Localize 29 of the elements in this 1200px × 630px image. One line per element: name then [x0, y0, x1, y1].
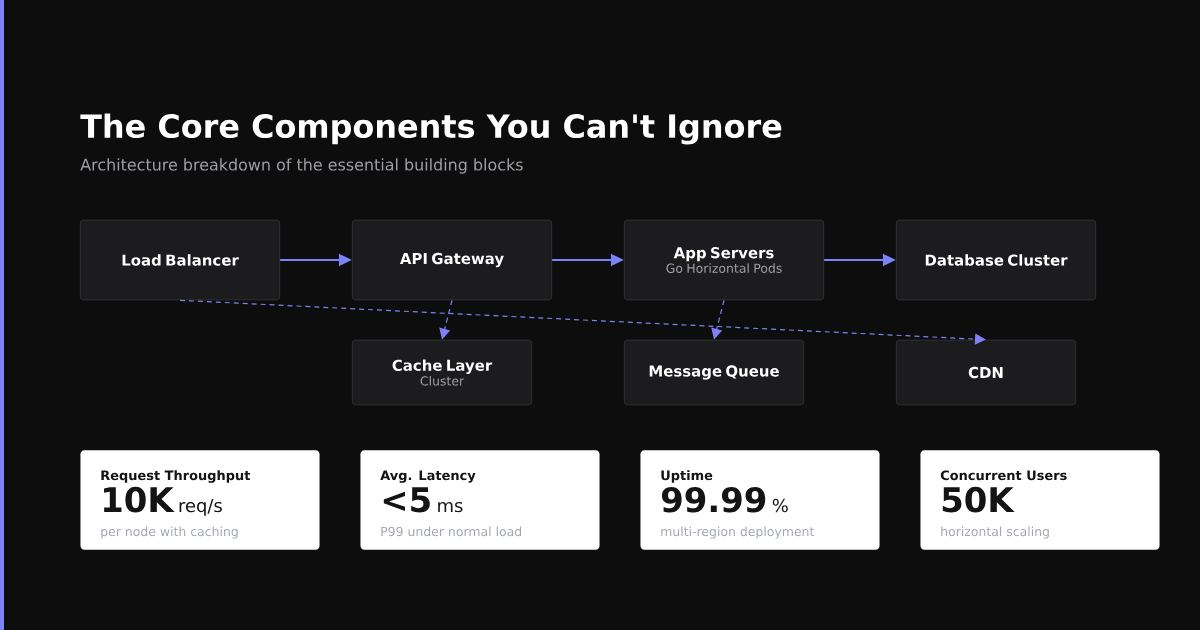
arrow — [179, 299, 986, 345]
stat-card — [920, 450, 1160, 550]
stat-value: 10K — [104, 486, 175, 513]
stat-value: 99.99 — [661, 486, 766, 513]
component-box: Load Balancer — [79, 219, 281, 301]
component-box: Cache Layer Cluster — [351, 339, 533, 406]
stat-card — [80, 450, 320, 550]
component-box: Database Cluster — [895, 219, 1097, 301]
stat-description: P99 under normal load — [381, 526, 522, 537]
stat-card — [640, 450, 880, 550]
component-box: App Servers Go Horizontal Pods — [623, 219, 825, 301]
component-box: API Gateway — [351, 219, 553, 301]
stat-unit: % — [772, 498, 788, 513]
stat-unit: ms — [438, 501, 463, 513]
stat-label: Request Throughput — [101, 470, 251, 483]
component-box: CDN — [895, 339, 1077, 406]
stat-label: Concurrent Users — [940, 470, 1067, 481]
title: The Core Components You Can't Ignore — [80, 113, 782, 145]
stat-description: horizontal scaling — [941, 526, 1049, 539]
subtitle: Architecture breakdown of the essential building blocks — [80, 158, 523, 174]
component-box: Message Queue — [623, 339, 805, 406]
stat-value: 50K — [942, 486, 1015, 513]
stat-value: <5 — [383, 487, 430, 513]
stat-label: Uptime — [661, 470, 713, 483]
stat-unit: req/s — [179, 498, 222, 516]
stat-card — [360, 450, 600, 550]
stat-label: Avg. Latency — [380, 470, 476, 483]
stat-description: per node with caching — [101, 526, 238, 539]
stat-description: multi-region deployment — [661, 526, 815, 539]
